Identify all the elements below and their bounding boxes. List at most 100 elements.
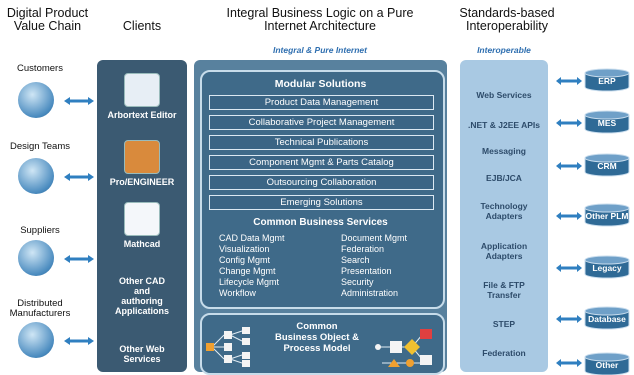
crm-label: CRM <box>597 161 617 171</box>
service-right-3: Search <box>341 255 370 265</box>
business-object-box <box>200 313 445 375</box>
solution-project-mgmt: Collaborative Project Management <box>209 115 434 130</box>
standards-subheader: Interoperable <box>477 45 531 55</box>
common-services-title: Common Business Services <box>253 217 388 228</box>
database-arrow-icon <box>556 315 582 323</box>
standard-web-services: Web Services <box>476 90 532 100</box>
legacy-arrow-icon <box>556 264 582 272</box>
header-clients: Clients <box>122 19 162 33</box>
client-arbortext-label: Arbortext Editor <box>107 110 177 120</box>
client-proengineer-label: Pro/ENGINEER <box>109 177 175 187</box>
other-database: Other <box>584 352 630 375</box>
arbortext-icon <box>124 73 160 107</box>
design-team-icon <box>18 158 54 194</box>
modular-solutions-title: Modular Solutions <box>274 78 367 90</box>
mes-arrow-icon <box>556 119 582 127</box>
standard-ejb-jca: EJB/JCA <box>486 173 522 183</box>
erp-label: ERP <box>598 76 616 86</box>
crm-database: CRM <box>584 153 630 177</box>
service-left-4: Change Mgmt <box>219 266 276 276</box>
service-left-5: Lifecycle Mgmt <box>219 277 280 287</box>
other-plm-arrow-icon <box>556 212 582 220</box>
header-standards: Standards-based Interoperability <box>452 7 562 33</box>
design-teams-arrow-icon <box>64 173 94 181</box>
solution-outsourcing: Outsourcing Collaboration <box>209 175 434 190</box>
client-other-cad-line2: and <box>133 286 150 296</box>
erp-database: ERP <box>584 68 630 92</box>
client-arbortext: Arbortext Editor <box>97 73 187 120</box>
mathcad-icon <box>124 202 160 236</box>
client-other-cad: Other CAD and authoring Applications <box>97 276 187 316</box>
service-left-3: Config Mgmt <box>219 255 271 265</box>
client-other-web: Other Web Services <box>97 344 187 364</box>
client-other-cad-line4: Applications <box>114 306 169 316</box>
value-chain-label-manufacturers: Distributed Manufacturers <box>0 299 80 319</box>
solution-tech-pubs: Technical Publications <box>209 135 434 150</box>
generic-database-icon <box>584 306 630 330</box>
service-right-6: Administration <box>341 288 399 298</box>
standard-file-ftp: File & FTP Transfer <box>460 280 548 300</box>
manufacturer-icon <box>18 322 54 358</box>
mes-label: MES <box>597 118 617 128</box>
other-plm-database-icon <box>584 203 630 227</box>
other-label: Other <box>595 360 619 370</box>
service-right-1: Document Mgmt <box>341 233 408 243</box>
proengineer-icon <box>124 140 160 174</box>
database-label: Database <box>588 314 626 324</box>
header-value-chain: Digital Product Value Chain <box>0 7 95 33</box>
standard-file-ftp-line2: Transfer <box>487 290 521 300</box>
header-logic: Integral Business Logic on a Pure Intern… <box>205 7 435 33</box>
header-standards-line1: Standards-based <box>459 6 555 20</box>
crm-database-icon <box>584 153 630 177</box>
standard-step: STEP <box>492 319 516 329</box>
legacy-database-icon <box>584 255 630 279</box>
value-chain-label-design-teams: Design Teams <box>9 141 71 152</box>
client-other-cad-line3: authoring <box>121 296 163 306</box>
standard-messaging: Messaging <box>482 146 526 156</box>
value-chain-label-manufacturers-line1: Distributed <box>17 298 63 309</box>
customer-icon <box>18 82 54 118</box>
header-value-chain-line1: Digital Product <box>6 6 89 20</box>
legacy-database: Legacy <box>584 255 630 279</box>
mes-database-icon <box>584 110 630 134</box>
value-chain-label-manufacturers-line2: Manufacturers <box>9 308 71 319</box>
business-object-title-line3: Process Model <box>283 343 351 354</box>
service-left-6: Workflow <box>219 288 256 298</box>
solution-emerging: Emerging Solutions <box>209 195 434 210</box>
service-right-4: Presentation <box>341 266 392 276</box>
crm-arrow-icon <box>556 162 582 170</box>
manufacturers-arrow-icon <box>64 337 94 345</box>
client-other-cad-line1: Other CAD <box>118 276 165 286</box>
object-model-icon <box>206 327 250 367</box>
business-object-title-line1: Common <box>296 321 338 332</box>
erp-arrow-icon <box>556 77 582 85</box>
standards-panel <box>460 60 548 372</box>
service-left-1: CAD Data Mgmt <box>219 233 285 243</box>
standard-net-j2ee: .NET & J2EE APIs <box>468 120 540 130</box>
erp-database-icon <box>584 68 630 92</box>
standard-application-adapters: Application Adapters <box>460 241 548 261</box>
other-plm-label: Other PLM <box>585 211 629 221</box>
service-left-2: Visualization <box>219 244 270 254</box>
standard-federation: Federation <box>482 348 526 358</box>
standard-technology-adapters: Technology Adapters <box>460 201 548 221</box>
logic-subheader: Integral & Pure Internet <box>273 45 367 55</box>
standard-technology-adapters-line2: Adapters <box>485 211 523 221</box>
standard-application-adapters-line1: Application <box>480 241 528 251</box>
standard-application-adapters-line2: Adapters <box>485 251 523 261</box>
customers-arrow-icon <box>64 97 94 105</box>
generic-database: Database <box>584 306 630 330</box>
standard-file-ftp-line1: File & FTP <box>483 280 525 290</box>
service-right-5: Security <box>341 277 374 287</box>
header-value-chain-line2: Value Chain <box>13 19 82 33</box>
supplier-icon <box>18 240 54 276</box>
value-chain-label-suppliers: Suppliers <box>20 225 60 236</box>
other-database-icon <box>584 352 630 375</box>
business-object-title-line2: Business Object & <box>275 332 359 343</box>
header-logic-line1: Integral Business Logic on a Pure <box>226 6 414 20</box>
client-mathcad: Mathcad <box>97 202 187 249</box>
header-standards-line2: Interoperability <box>466 19 548 33</box>
mes-database: MES <box>584 110 630 134</box>
clients-panel: Arbortext Editor Pro/ENGINEER Mathcad Ot… <box>97 60 187 372</box>
solution-pdm: Product Data Management <box>209 95 434 110</box>
